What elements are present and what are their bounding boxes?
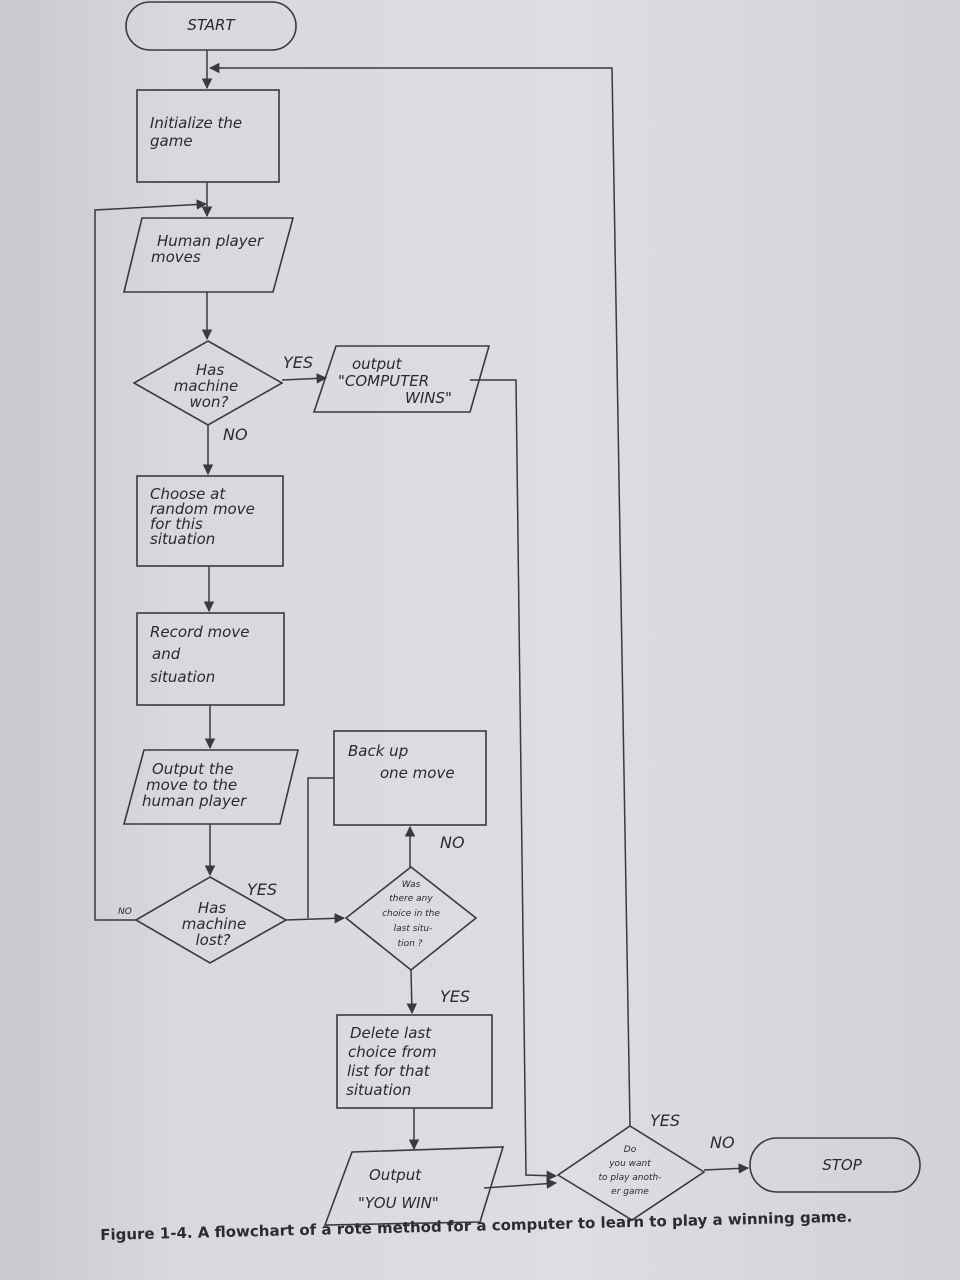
play-again-node: Do you want to play anoth- er game	[556, 1125, 706, 1221]
delete-choice-line-2: choice from	[348, 1043, 437, 1061]
play-again-line-4: er game	[611, 1187, 649, 1197]
delete-choice-line-3: list for that	[347, 1062, 431, 1080]
output-move-line-3: human player	[142, 792, 247, 810]
machine-won-line-2: machine	[174, 377, 238, 395]
choose-random-line-4: situation	[150, 530, 215, 548]
play-again-line-1: Do	[624, 1145, 637, 1155]
you-win-line-1: Output	[369, 1166, 422, 1184]
output-move-node: Output the move to the human player	[122, 749, 300, 825]
human-moves-line-2: moves	[151, 248, 201, 266]
again-no-label: NO	[710, 1133, 735, 1152]
computer-wins-node: output "COMPUTER WINS"	[312, 345, 491, 413]
won-no-label: NO	[223, 425, 248, 444]
start-label: START	[187, 16, 236, 34]
connectors	[94, 50, 750, 1189]
machine-lost-node: Has machine lost?	[134, 876, 288, 964]
machine-lost-line-2: machine	[182, 915, 246, 933]
play-again-line-2: you want	[608, 1159, 651, 1169]
machine-lost-line-3: lost?	[195, 931, 230, 949]
delete-choice-node: Delete last choice from list for that si…	[336, 1014, 493, 1109]
lost-yes-label: YES	[247, 880, 277, 899]
any-choice-line-3: choice in the	[382, 909, 440, 919]
any-choice-line-1: Was	[402, 880, 421, 890]
computer-wins-line-3: WINS"	[405, 389, 452, 407]
back-up-line-2: one move	[380, 764, 455, 782]
back-up-node: Back up one move	[333, 730, 487, 826]
delete-choice-line-1: Delete last	[350, 1024, 432, 1042]
edge-labels: YES NO YES NO NO YES YES NO	[118, 353, 735, 1152]
choose-random-line-3: for this	[150, 515, 203, 533]
you-win-node: Output "YOU WIN"	[323, 1146, 505, 1226]
human-moves-node: Human player moves	[122, 217, 295, 293]
stop-label: STOP	[822, 1156, 862, 1174]
initialize-line-1: Initialize the	[150, 114, 242, 132]
play-again-line-3: to play anoth-	[598, 1173, 661, 1183]
any-choice-node: Was there any choice in the last situ- t…	[344, 865, 478, 972]
choose-random-line-1: Choose at	[150, 485, 226, 503]
choice-no-label: NO	[440, 833, 465, 852]
output-move-line-2: move to the	[146, 776, 237, 794]
machine-won-line-1: Has	[196, 361, 224, 379]
again-yes-label: YES	[650, 1111, 680, 1130]
any-choice-line-4: last situ-	[394, 924, 433, 934]
choice-yes-label: YES	[440, 987, 470, 1006]
record-move-line-1: Record move	[150, 623, 249, 641]
choose-random-line-2: random move	[150, 500, 255, 518]
initialize-node: Initialize the game	[136, 89, 280, 183]
any-choice-line-2: there any	[389, 894, 433, 904]
machine-lost-line-1: Has	[198, 899, 226, 917]
delete-choice-line-4: situation	[346, 1081, 411, 1099]
record-move-line-2: and	[152, 645, 181, 663]
start-node: START	[125, 1, 297, 51]
any-choice-line-5: tion ?	[398, 939, 423, 949]
record-move-node: Record move and situation	[136, 612, 285, 706]
record-move-line-3: situation	[150, 668, 215, 686]
machine-won-node: Has machine won?	[132, 340, 284, 426]
initialize-line-2: game	[150, 132, 193, 150]
computer-wins-line-1: output	[352, 355, 403, 373]
choose-random-node: Choose at random move for this situation	[136, 475, 284, 567]
won-yes-label: YES	[283, 353, 313, 372]
computer-wins-line-2: "COMPUTER	[338, 372, 429, 390]
lost-no-label: NO	[118, 907, 132, 917]
stop-node: STOP	[749, 1137, 921, 1193]
you-win-line-2: "YOU WIN"	[358, 1194, 439, 1212]
back-up-line-1: Back up	[348, 742, 408, 760]
human-moves-line-1: Human player	[157, 232, 264, 250]
output-move-line-1: Output the	[152, 760, 234, 778]
machine-won-line-3: won?	[190, 393, 229, 411]
